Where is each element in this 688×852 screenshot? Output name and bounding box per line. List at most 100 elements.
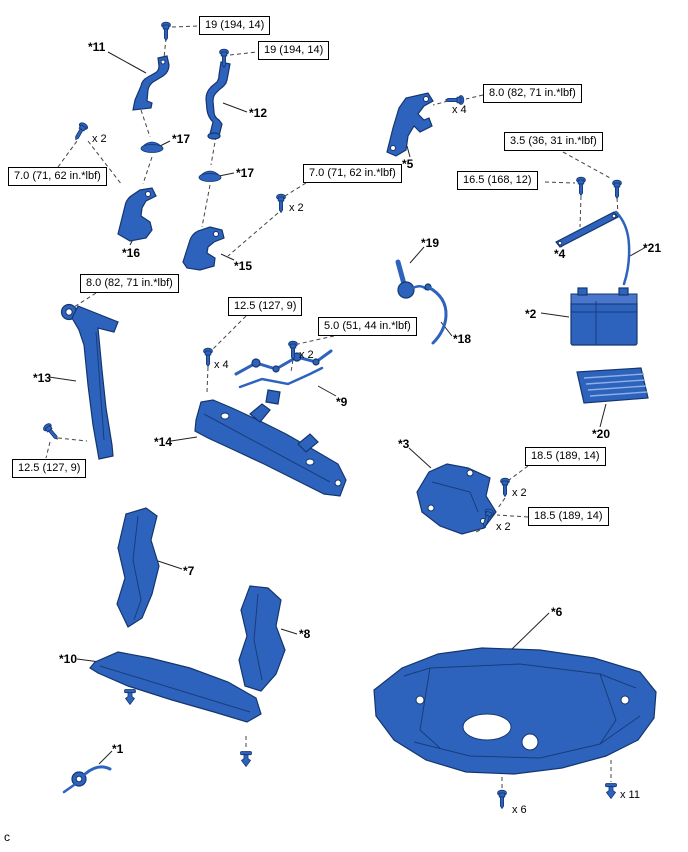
- leader-line: [157, 560, 183, 570]
- part-label-1: *1: [112, 742, 124, 756]
- part-label-7: *7: [183, 564, 195, 578]
- part-18-hook-wire-drawing: [424, 283, 448, 345]
- part-label-20: *20: [592, 427, 611, 441]
- dashed-line: [508, 465, 529, 481]
- dashed-line: [465, 94, 484, 100]
- page-index-letter: c: [4, 830, 10, 844]
- torque-spec-box-12: 18.5 (189, 14): [525, 447, 606, 466]
- dashed-line: [290, 359, 294, 373]
- part-20-filter-mat-drawing: [576, 367, 649, 404]
- part-12-bracket-drawing: [205, 61, 231, 140]
- quantity-label: x 6: [512, 804, 527, 816]
- dashed-line: [562, 151, 613, 180]
- torque-spec-box-4: 3.5 (36, 31 in.*lbf): [504, 132, 603, 151]
- dashed-line: [57, 140, 78, 168]
- dashed-line: [432, 100, 449, 106]
- dashed-line: [211, 315, 247, 351]
- part-8-panel-drawing: [238, 585, 286, 692]
- part-label-12: *12: [249, 106, 268, 120]
- torque-spec-box-2: 19 (194, 14): [258, 41, 330, 60]
- part-label-3: *3: [398, 437, 410, 451]
- part-label-15: *15: [234, 259, 253, 273]
- quantity-label: x 2: [512, 487, 527, 499]
- dashed-line: [206, 366, 209, 393]
- quantity-label: x 2: [92, 133, 107, 145]
- leader-line: [440, 321, 453, 337]
- grommet-icon: [140, 141, 164, 153]
- dashed-line: [227, 212, 279, 257]
- part-label-2: *2: [525, 307, 537, 321]
- dashed-line: [87, 140, 123, 186]
- dashed-line: [616, 197, 619, 215]
- leader-line: [540, 312, 570, 318]
- part-drawings: [60, 55, 657, 794]
- torque-spec-box-3: 8.0 (82, 71 in.*lbf): [483, 84, 582, 103]
- dashed-connector-lines: [45, 25, 619, 791]
- part-label-6: *6: [551, 605, 563, 619]
- leader-line: [107, 51, 147, 74]
- part-11-bracket-drawing: [132, 55, 170, 111]
- bolt-icon: [612, 179, 622, 199]
- torque-spec-box-13: 18.5 (189, 14): [528, 507, 609, 526]
- quantity-label: x 4: [452, 104, 467, 116]
- torque-spec-box-1: 19 (194, 14): [199, 16, 271, 35]
- dashed-line: [544, 181, 576, 184]
- leader-line: [222, 102, 248, 113]
- part-label-14: *14: [154, 435, 173, 449]
- bolt-icon: [203, 347, 213, 367]
- torque-spec-box-11: 12.5 (127, 9): [12, 459, 87, 478]
- part-5-bracket-drawing: [386, 92, 434, 157]
- bolt-icon: [276, 193, 286, 213]
- bolt-icon: [161, 21, 171, 41]
- part-label-11: *11: [88, 40, 106, 54]
- part-16-bracket-drawing: [117, 187, 157, 242]
- leader-line: [408, 447, 432, 469]
- dashed-line: [497, 497, 506, 509]
- bolt-icon: [497, 789, 507, 809]
- part-3-bracket-drawing: [416, 463, 497, 535]
- dashed-line: [142, 156, 153, 185]
- bolt-icon: [576, 176, 586, 196]
- dashed-line: [284, 182, 307, 197]
- dashed-line: [210, 135, 217, 166]
- part-label-18: *18: [453, 332, 472, 346]
- torque-spec-box-6: 7.0 (71, 62 in.*lbf): [8, 167, 107, 186]
- dashed-line: [163, 37, 167, 59]
- part-1-clamp-drawing: [62, 765, 112, 794]
- leader-line: [599, 403, 607, 428]
- grommet-icon: [198, 170, 222, 182]
- part-19-ball-stud-drawing: [395, 259, 428, 299]
- part-label-21: *21: [643, 241, 662, 255]
- dashed-line: [57, 437, 88, 442]
- part-label-5: *5: [402, 157, 414, 171]
- torque-spec-box-8: 8.0 (82, 71 in.*lbf): [80, 274, 179, 293]
- part-label-9: *9: [336, 395, 348, 409]
- part-label-10: *10: [59, 652, 78, 666]
- dashed-line: [496, 514, 529, 518]
- part-label-17a: *17: [172, 132, 191, 146]
- leader-line: [409, 246, 425, 264]
- leader-line: [220, 253, 235, 261]
- leader-line: [511, 612, 550, 650]
- leader-line: [98, 750, 113, 765]
- quantity-label: x 2: [289, 202, 304, 214]
- dashed-line: [73, 292, 97, 308]
- quantity-label: x 4: [214, 359, 229, 371]
- part-9-linkage-drawing: [234, 349, 333, 405]
- leader-line: [48, 376, 77, 382]
- bolt-icon: [41, 421, 62, 443]
- part-7-panel-drawing: [116, 507, 160, 628]
- part-label-17b: *17: [236, 166, 255, 180]
- leader-line: [406, 145, 411, 158]
- part-label-13: *13: [33, 371, 52, 385]
- torque-spec-box-9: 12.5 (127, 9): [228, 297, 303, 316]
- bolt-icon: [71, 121, 90, 143]
- leader-line: [159, 140, 171, 147]
- part-label-16: *16: [122, 246, 141, 260]
- part-2-battery-drawing: [570, 287, 638, 346]
- quantity-label: x 2: [496, 521, 511, 533]
- dashed-line: [45, 441, 51, 459]
- leader-line: [218, 172, 235, 177]
